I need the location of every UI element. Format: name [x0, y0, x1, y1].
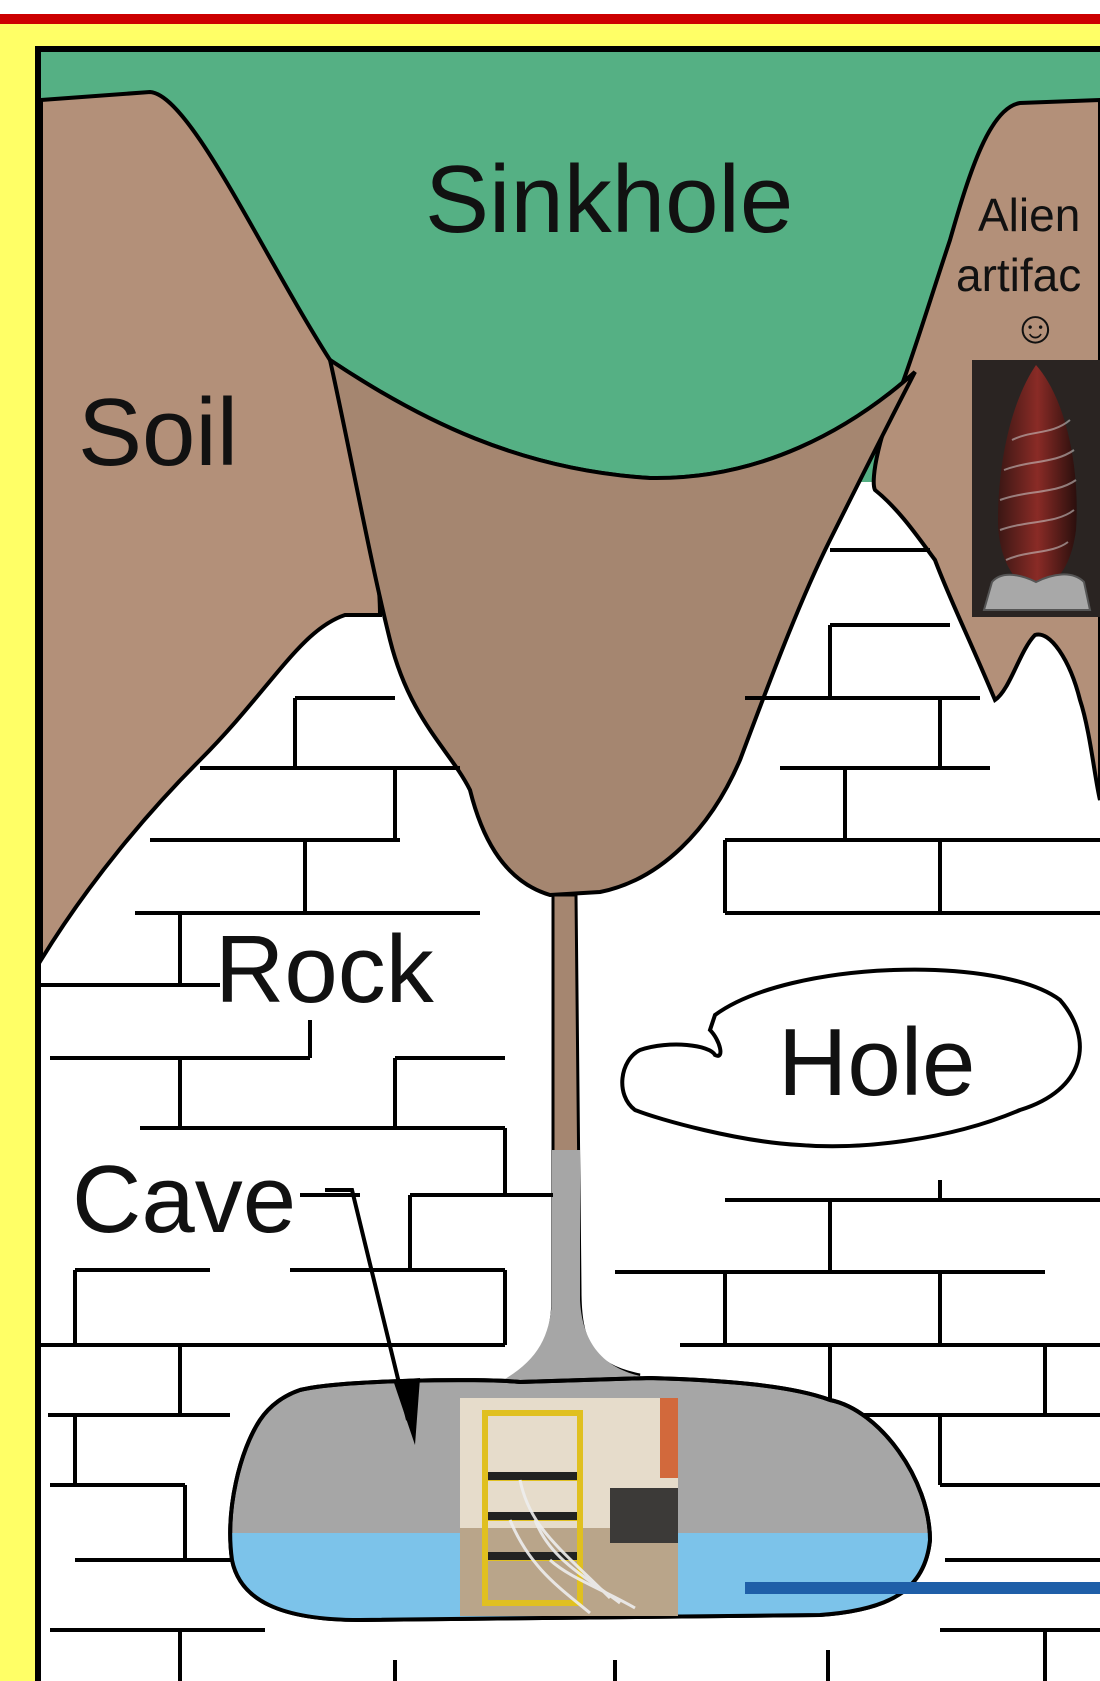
sinkhole-label: Sinkhole	[425, 145, 793, 255]
hole-label: Hole	[778, 1008, 975, 1118]
alien-artifact-label-line2: artifac	[956, 248, 1081, 302]
lab-rack-figure	[460, 1398, 678, 1616]
alien-artifact-label-line1: Alien	[978, 188, 1080, 242]
soil-label: Soil	[78, 378, 238, 488]
alien-artifact-photo	[972, 360, 1100, 617]
lab-rack-photo	[460, 1398, 678, 1616]
artifact-figure	[972, 360, 1100, 617]
rock-label: Rock	[215, 915, 434, 1025]
cave-label: Cave	[72, 1145, 296, 1255]
smiley-icon: ☺	[1012, 300, 1059, 354]
